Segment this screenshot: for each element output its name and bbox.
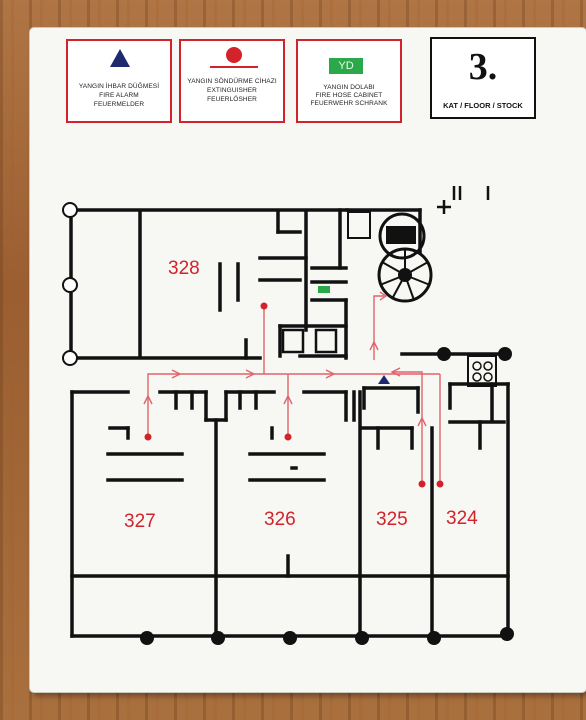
extinguisher-markers [144, 302, 444, 488]
hose-cabinet-marker [318, 286, 330, 293]
legend-hose-tr: YANGIN DOLABI [323, 84, 375, 91]
legend-hose-en: FIRE HOSE CABINET [315, 92, 383, 99]
evacuation-plan-plate [30, 28, 586, 692]
room-324: 324 [446, 508, 478, 529]
fire-alarm-marker [378, 375, 390, 384]
floor-number: 3. [468, 46, 498, 88]
legend-hose-de: FEUERWEHR SCHRANK [310, 100, 388, 107]
legend-alarm-tr: YANGIN İHBAR DÜĞMESİ [78, 83, 160, 90]
room-327: 327 [124, 511, 156, 532]
legend-hose-cabinet: YD YANGIN DOLABI FIRE HOSE CABINET FEUER… [296, 39, 402, 123]
room-328: 328 [168, 258, 200, 279]
legend-alarm-en: FIRE ALARM [99, 92, 139, 99]
walls [69, 208, 510, 638]
legend-alarm-de: FEUERMELDER [93, 101, 145, 108]
triangle-icon [110, 49, 130, 67]
floor-indicator: 3. KAT / FLOOR / STOCK [430, 37, 536, 119]
floor-label: KAT / FLOOR / STOCK [443, 101, 523, 110]
room-325: 325 [376, 509, 408, 530]
red-dot-icon [210, 47, 258, 68]
door-marks [437, 186, 490, 214]
yd-badge: YD [329, 58, 363, 74]
legend-ext-de: FEUERLÖSHER [207, 96, 257, 103]
legend-ext-tr: YANGIN SÖNDÜRME CİHAZI [187, 78, 277, 85]
elevator [281, 328, 338, 354]
legend-fire-alarm: YANGIN İHBAR DÜĞMESİ FIRE ALARM FEUERMEL… [66, 39, 172, 123]
legend-extinguisher: YANGIN SÖNDÜRME CİHAZI EXTINGUISHER FEUE… [179, 39, 285, 123]
columns [62, 202, 514, 645]
staircase [347, 211, 433, 303]
legend-ext-en: EXTINGUISHER [207, 87, 257, 94]
evacuation-routes [143, 291, 441, 482]
kitchen-unit [467, 355, 497, 387]
room-326: 326 [264, 509, 296, 530]
